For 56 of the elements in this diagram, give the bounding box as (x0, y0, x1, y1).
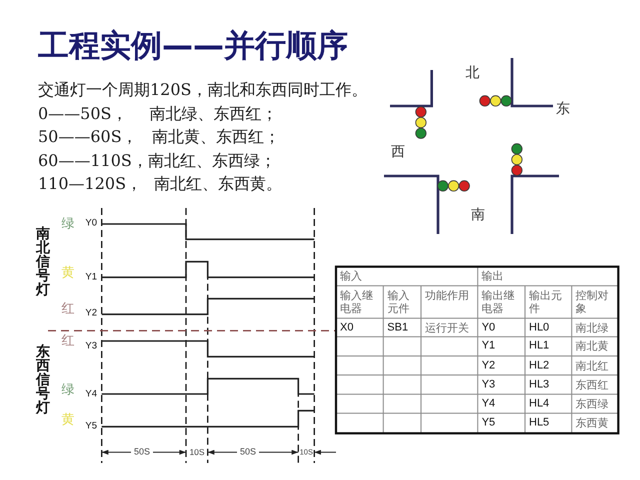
signal-group-label: 南北信号灯 (36, 227, 50, 297)
signal-name: Y5 (85, 421, 97, 431)
group-header: 输出 (482, 270, 504, 283)
dimension-label: 50S (134, 448, 150, 457)
input-device-code: SB1 (387, 321, 408, 334)
lamp-color-label: 红 (62, 334, 74, 348)
dimension-label: 10S (189, 448, 205, 457)
column-header: 输入继电器 (340, 288, 374, 315)
direction-label: 西 (391, 144, 405, 159)
control-target-text: 东西红 (576, 378, 609, 392)
lamp-color-label: 黄 (62, 266, 74, 280)
direction-label: 南 (471, 208, 485, 222)
output-relay-address: Y0 (482, 321, 496, 334)
timing-rule-text: 110—120S， 南北红、东西黄。 (38, 175, 282, 193)
output-device-code: HL0 (529, 321, 550, 334)
output-device-code: HL3 (529, 378, 550, 392)
output-relay-address: Y4 (482, 397, 496, 410)
timing-rule-text: 50——60S， 南北黄、东西红； (38, 128, 280, 146)
column-header: 功能作用 (425, 288, 469, 302)
group-header: 输入 (340, 270, 362, 283)
output-device-code: HL4 (529, 397, 550, 410)
control-target-text: 东西绿 (576, 397, 609, 410)
function-description: 运行开关 (425, 321, 469, 334)
input-relay-address: X0 (340, 321, 354, 334)
output-relay-address: Y3 (482, 378, 496, 392)
lamp-color-label: 绿 (62, 218, 74, 230)
signal-name: Y3 (85, 341, 97, 351)
signal-name: Y2 (85, 308, 97, 318)
direction-label: 北 (466, 66, 480, 80)
description-text: 交通灯一个周期120S，南北和东西同时工作。 (38, 81, 368, 99)
dimension-label: 50S (240, 448, 256, 457)
output-relay-address: Y2 (482, 359, 496, 372)
page-title: 工程实例——并行顺序 (38, 31, 348, 62)
control-target-text: 南北红 (576, 359, 609, 372)
column-header: 输出元件 (529, 288, 563, 315)
timing-rule-text: 60——110S，南北红、东西绿； (38, 152, 276, 170)
control-target-text: 南北绿 (576, 321, 609, 334)
control-target-text: 东西黄 (576, 416, 609, 430)
output-relay-address: Y1 (482, 340, 496, 353)
output-device-code: HL1 (529, 340, 550, 353)
output-relay-address: Y5 (482, 416, 496, 430)
signal-group-label: 东西信号灯 (36, 345, 50, 415)
output-device-code: HL2 (529, 359, 550, 372)
signal-name: Y1 (85, 272, 97, 282)
lamp-color-label: 绿 (62, 384, 74, 396)
timing-rule-text: 0——50S， 南北绿、东西红； (38, 105, 278, 123)
signal-name: Y0 (85, 218, 97, 228)
lamp-color-label: 黄 (62, 414, 74, 426)
direction-label: 东 (556, 102, 570, 116)
column-header: 输出继电器 (482, 288, 516, 315)
control-target-text: 南北黄 (576, 340, 609, 353)
column-header: 输入元件 (387, 288, 410, 315)
signal-name: Y4 (85, 388, 97, 398)
lamp-color-label: 红 (62, 302, 74, 316)
output-device-code: HL5 (529, 416, 550, 430)
column-header: 控制对象 (576, 288, 610, 315)
